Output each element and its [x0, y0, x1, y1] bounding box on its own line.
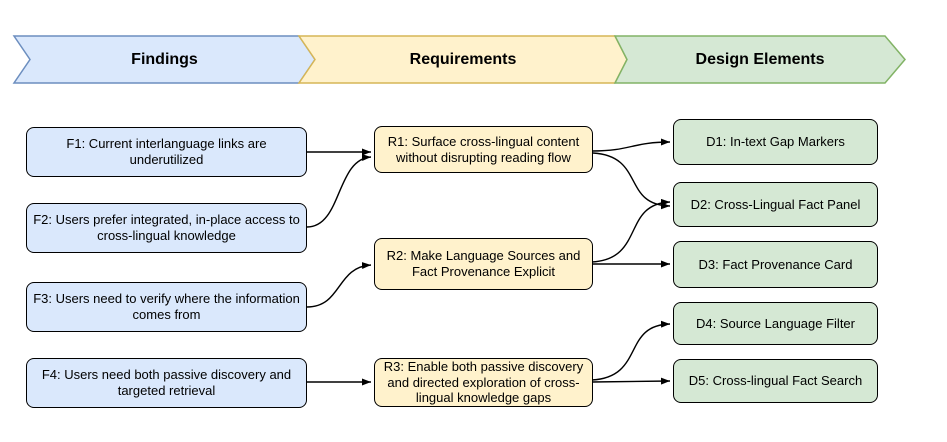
edge-group	[306, 138, 671, 386]
stage-label-requirements: Requirements	[409, 50, 517, 68]
design-node-d1[interactable]: D1: In-text Gap Markers	[673, 119, 878, 165]
design-node-d5[interactable]: D5: Cross-lingual Fact Search	[673, 359, 878, 403]
edge-r3-d5	[591, 377, 671, 385]
design-node-d4[interactable]: D4: Source Language Filter	[673, 302, 878, 345]
stage-label-findings: Findings	[131, 50, 198, 68]
stage-label-design-elements: Design Elements	[695, 50, 825, 68]
finding-node-f2[interactable]: F2: Users prefer integrated, in-place ac…	[26, 203, 307, 253]
requirement-node-r3[interactable]: R3: Enable both passive discovery and di…	[374, 358, 593, 407]
edge-r1-d1	[592, 138, 671, 152]
edge-f2-r1	[306, 154, 372, 228]
design-node-d2[interactable]: D2: Cross-Lingual Fact Panel	[673, 182, 878, 227]
finding-node-f3[interactable]: F3: Users need to verify where the infor…	[26, 282, 307, 332]
edge-r3-d4	[591, 320, 671, 381]
requirement-node-r1[interactable]: R1: Surface cross-lingual content withou…	[374, 126, 593, 173]
requirement-node-r2[interactable]: R2: Make Language Sources and Fact Prove…	[374, 238, 593, 290]
finding-node-f1[interactable]: F1: Current interlanguage links are unde…	[26, 127, 307, 177]
edge-f3-r2	[306, 262, 372, 308]
finding-node-f4[interactable]: F4: Users need both passive discovery an…	[26, 358, 307, 408]
stage-chevron-design-elements	[613, 35, 906, 84]
design-node-d3[interactable]: D3: Fact Provenance Card	[673, 241, 878, 288]
edge-r2-d2	[591, 198, 671, 263]
edge-r1-d2	[592, 152, 671, 210]
